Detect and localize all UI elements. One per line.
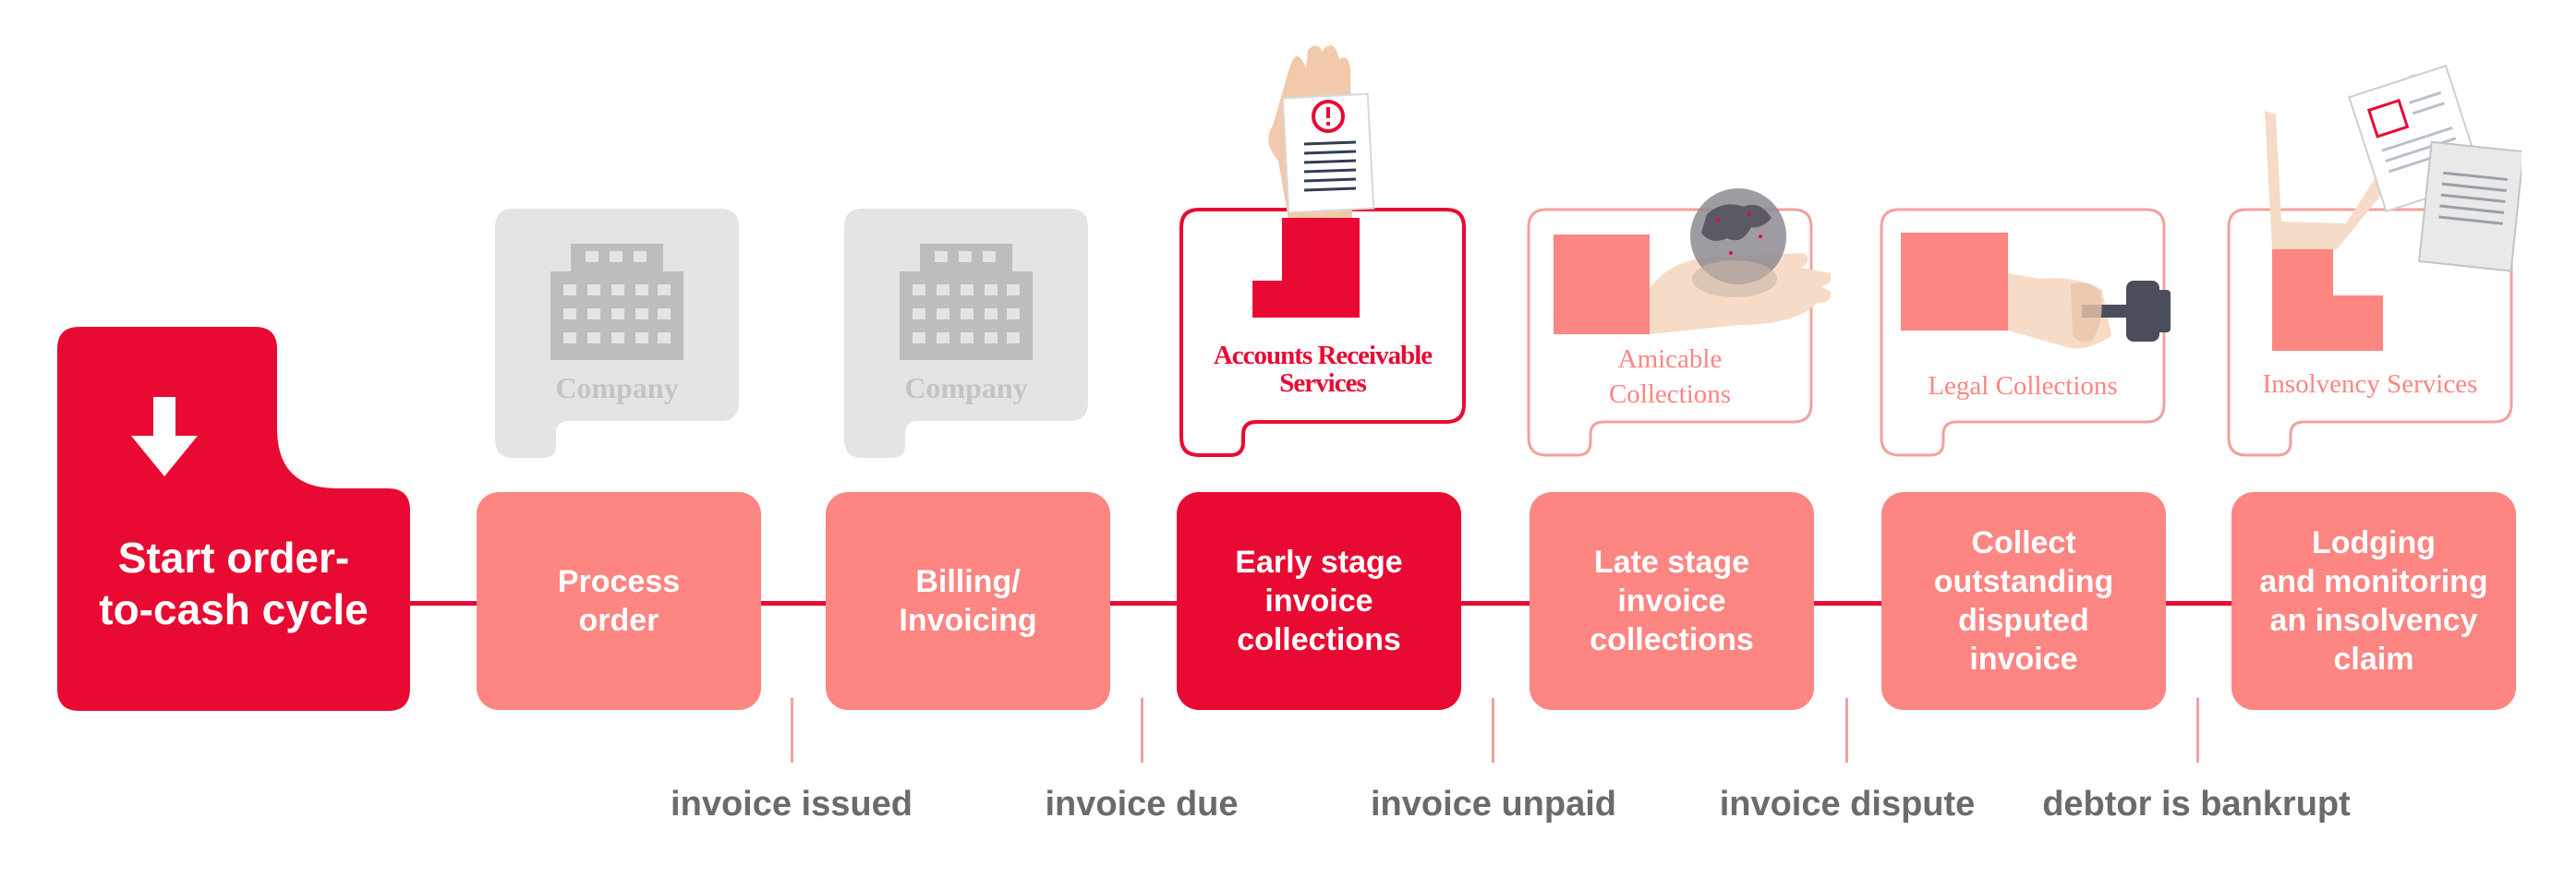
hand-with-globe-icon <box>1554 188 1831 334</box>
accounts-receivable-card-shape <box>1179 208 1466 457</box>
step-line: Lodging <box>2311 525 2437 560</box>
step-collect-disputed: Collect outstanding disputed invoice <box>1881 492 2166 710</box>
step-line: Invoicing <box>899 603 1037 638</box>
start-block-shape <box>57 327 410 711</box>
company-label: Company <box>555 371 679 404</box>
event-tick <box>1141 698 1143 763</box>
step-line: Collect <box>1971 525 2076 560</box>
event-tick <box>1492 698 1494 763</box>
start-label-line2: to-cash cycle <box>99 585 369 633</box>
hand-with-gavel-icon <box>1901 233 2171 349</box>
legal-label: Legal Collections <box>1928 371 2118 401</box>
step-line: order <box>578 603 659 638</box>
step-line: Process <box>557 564 681 599</box>
step-line: outstanding <box>1933 564 2114 599</box>
step-line: invoice <box>1617 583 1726 619</box>
event-invoice-issued: invoice issued <box>671 785 913 824</box>
ar-label-line2: Services <box>1279 368 1366 398</box>
step-line: Billing/ <box>915 564 1021 599</box>
amicable-collections-card: Amicable Collections <box>1526 172 1831 458</box>
step-process-order: Process order <box>477 492 761 710</box>
hand-with-papers-icon <box>2265 65 2522 351</box>
amicable-label-line2: Collections <box>1608 379 1732 409</box>
building-icon <box>900 244 1033 360</box>
step-line: disputed <box>1958 603 2089 638</box>
event-debtor-bankrupt: debtor is bankrupt <box>2042 785 2351 824</box>
event-invoice-due: invoice due <box>1045 785 1239 824</box>
event-tick <box>791 698 793 763</box>
step-line: Early stage <box>1235 545 1403 580</box>
event-invoice-unpaid: invoice unpaid <box>1370 785 1617 824</box>
step-line: Late stage <box>1593 545 1750 580</box>
amicable-label-line1: Amicable <box>1617 344 1723 374</box>
event-tick <box>1845 698 1848 763</box>
accounts-receivable-card: Accounts Receivable Services <box>1179 37 1467 458</box>
step-line: invoice <box>1264 583 1373 619</box>
company-card: Company <box>495 209 739 458</box>
insolvency-label: Insolvency Services <box>2262 369 2478 399</box>
start-label-line1: Start order- <box>117 534 350 582</box>
step-line: and monitoring <box>2259 564 2488 599</box>
step-line: an insolvency <box>2269 603 2478 638</box>
hand-with-document-icon <box>1252 45 1375 318</box>
ar-label-line1: Accounts Receivable <box>1213 341 1433 370</box>
building-icon <box>550 244 683 360</box>
step-billing-invoicing: Billing/Invoicing <box>826 492 1110 710</box>
step-line: collections <box>1237 622 1401 657</box>
event-tick <box>2196 698 2199 763</box>
insolvency-services-card: Insolvency Services <box>2226 65 2522 458</box>
step-insolvency-claim: Lodging and monitoring an insolvency claim <box>2231 492 2516 710</box>
step-line: invoice <box>1969 642 2078 677</box>
company-card: Company <box>844 209 1088 458</box>
arrow-down-icon <box>131 397 198 476</box>
step-line: collections <box>1590 622 1754 657</box>
company-label: Company <box>904 371 1028 404</box>
event-invoice-dispute: invoice dispute <box>1719 785 1976 824</box>
step-line: claim <box>2333 642 2414 677</box>
legal-collections-card: Legal Collections <box>1879 207 2193 458</box>
start-block: Start order- to-cash cycle <box>57 327 410 711</box>
